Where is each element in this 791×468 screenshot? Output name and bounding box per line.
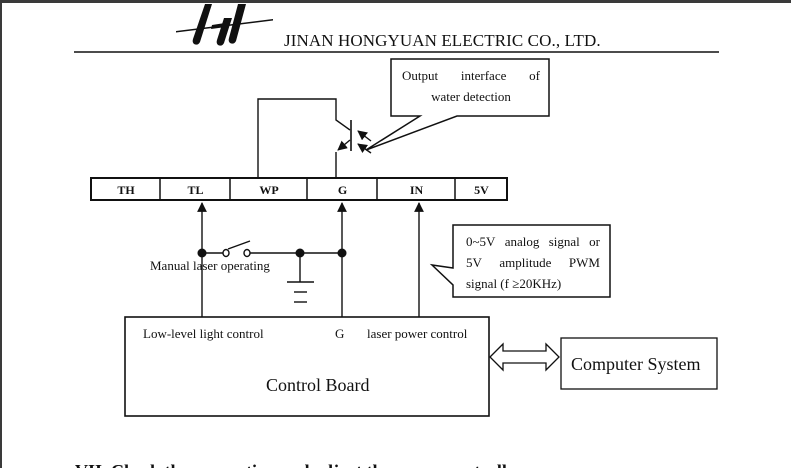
ground-icon xyxy=(287,253,314,303)
port-g-label: G xyxy=(335,326,345,341)
window-top-border xyxy=(0,0,791,3)
callout-water-word: Output xyxy=(402,68,439,83)
callout-signal-line3: signal (f ≥20KHz) xyxy=(466,276,562,291)
company-name: JINAN HONGYUAN ELECTRIC CO., LTD. xyxy=(284,31,601,50)
window-left-border xyxy=(0,0,2,468)
callout-water-line2: water detection xyxy=(431,89,511,104)
callout-water-word: of xyxy=(529,68,540,83)
terminal-5v: 5V xyxy=(474,183,489,197)
computer-system-box xyxy=(560,337,718,390)
callout-signal-word: or xyxy=(589,234,600,249)
control-board-title: Control Board xyxy=(266,375,370,395)
terminal-g: G xyxy=(337,183,348,197)
callout-signal xyxy=(429,224,611,298)
manual-switch-label: Manual laser operating xyxy=(150,258,270,273)
port-laser-power-label: laser power control xyxy=(367,326,468,341)
port-low-level-light-label: Low-level light control xyxy=(143,326,264,341)
callout-water-text: Output interface of water detection xyxy=(402,65,540,107)
callout-signal-word: signal xyxy=(548,234,580,249)
callout-signal-text: 0~5V analog signal or 5V amplitude PWM s… xyxy=(466,231,600,294)
callout-signal-word: 5V xyxy=(466,255,482,270)
manual-switch-icon xyxy=(222,240,251,258)
callout-signal-word: PWM xyxy=(568,255,600,270)
control-board-box xyxy=(124,316,490,417)
terminal-th: TH xyxy=(117,183,135,197)
junction-g xyxy=(337,248,347,258)
callout-signal-word: analog xyxy=(504,234,540,249)
computer-system-label: Computer System xyxy=(571,354,701,374)
cut-off-section-heading: VII. Check the connection and adjust the… xyxy=(75,460,523,468)
terminal-wp: WP xyxy=(259,183,279,197)
terminal-in: IN xyxy=(409,183,424,197)
terminal-tl: TL xyxy=(187,183,204,197)
callout-signal-word: amplitude xyxy=(499,255,552,270)
callout-signal-word: 0~5V xyxy=(466,234,496,249)
double-arrow-icon xyxy=(489,342,560,372)
callout-water-word: interface xyxy=(460,68,507,83)
junction-tl xyxy=(197,248,207,258)
callout-water-detection xyxy=(365,58,550,151)
phototransistor-icon xyxy=(257,98,372,178)
terminal-strip xyxy=(90,177,508,201)
